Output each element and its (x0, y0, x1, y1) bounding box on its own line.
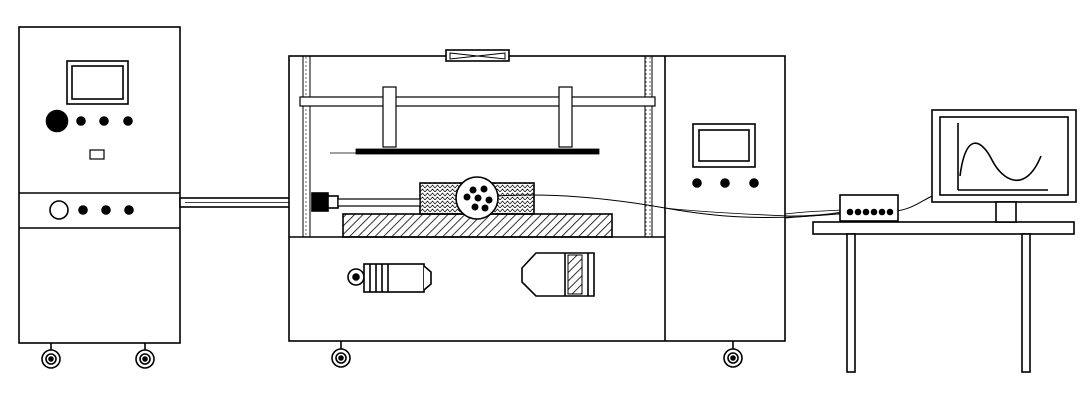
fan-icon (445, 49, 510, 62)
chamber-control-panel (692, 123, 759, 188)
motor-icon (347, 263, 432, 293)
indicator-light-icon (124, 205, 134, 215)
signal-cables (497, 194, 933, 219)
indicator-light-icon (720, 178, 730, 188)
data-acquisition-box-icon (839, 194, 899, 222)
control-cabinet (18, 26, 181, 369)
indicator-light-icon (101, 205, 111, 215)
caster-wheel-icon (41, 343, 61, 369)
caster-wheel-icon (723, 341, 743, 368)
indicator-light-icon (76, 116, 86, 126)
indicator-light-icon (123, 116, 133, 126)
actuator-head (311, 192, 421, 212)
test-chamber (288, 49, 786, 368)
indicator-light-icon (692, 178, 702, 188)
waveform-icon (957, 123, 1048, 191)
selector-knob-icon[interactable] (49, 200, 69, 220)
monitor-icon (931, 109, 1077, 223)
display-screen-icon (66, 60, 129, 105)
indicator-light-icon (99, 116, 109, 126)
upper-platen (355, 148, 600, 155)
indicator-light-icon (749, 178, 759, 188)
switch-icon[interactable] (89, 149, 105, 160)
caster-wheel-icon (135, 343, 155, 369)
display-screen-icon (692, 123, 756, 168)
right-column (644, 55, 653, 238)
caster-wheel-icon (331, 341, 351, 368)
left-column (302, 55, 311, 238)
indicator-light-icon (78, 205, 88, 215)
nozzle-icon (521, 252, 595, 297)
sensor-array (455, 176, 499, 220)
desk (812, 221, 1075, 373)
power-knob-icon[interactable] (45, 109, 69, 133)
